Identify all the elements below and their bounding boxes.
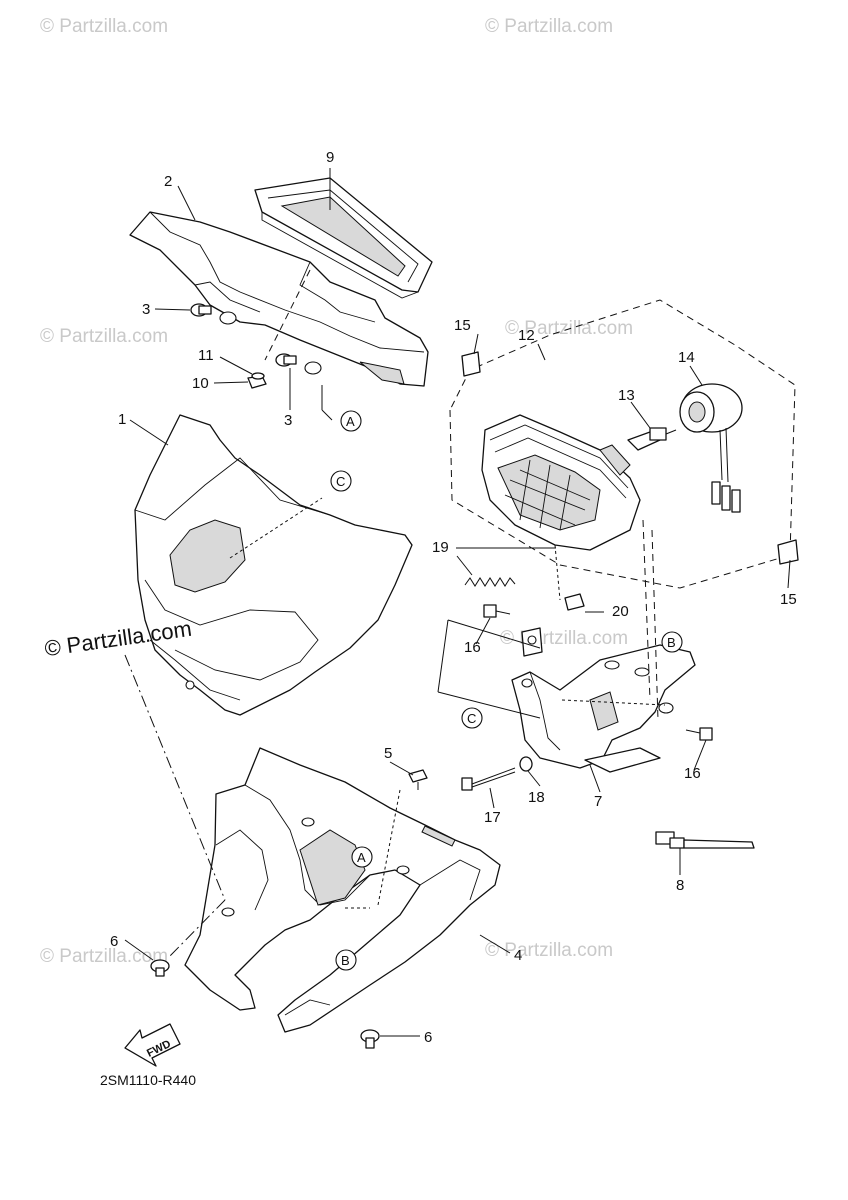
callout-13: 13 <box>618 387 635 404</box>
callout-labels: 9 2 3 11 10 3 1 15 12 14 13 15 19 20 16 … <box>110 149 797 1046</box>
callout-3: 3 <box>142 301 150 318</box>
meter-bracket[interactable] <box>129 211 429 387</box>
bolt[interactable] <box>483 604 511 618</box>
lower-cowling[interactable] <box>184 747 501 1033</box>
washer[interactable] <box>519 756 533 772</box>
bolt[interactable] <box>685 727 713 741</box>
callout-16: 16 <box>684 765 701 782</box>
callout-3: 3 <box>284 412 292 429</box>
svg-text:B: B <box>667 635 676 650</box>
watermark: © Partzilla.com <box>485 940 614 961</box>
headlight-bulb[interactable] <box>627 427 677 451</box>
callout-9: 9 <box>326 149 334 166</box>
callout-19: 19 <box>432 539 449 556</box>
reference-marker-A: A <box>340 410 362 432</box>
clip[interactable] <box>461 351 481 377</box>
callout-12: 12 <box>518 327 535 344</box>
callout-5: 5 <box>384 745 392 762</box>
callout-16: 16 <box>464 639 481 656</box>
callout-6: 6 <box>424 1029 432 1046</box>
watermark: © Partzilla.com <box>485 16 614 37</box>
svg-text:A: A <box>357 850 366 865</box>
clip[interactable] <box>777 539 799 565</box>
rivet[interactable] <box>360 1029 380 1049</box>
callout-7: 7 <box>594 793 602 810</box>
callout-6: 6 <box>110 933 118 950</box>
svg-text:C: C <box>336 474 345 489</box>
cable-band[interactable] <box>655 831 755 862</box>
callout-8: 8 <box>676 877 684 894</box>
svg-text:A: A <box>346 414 355 429</box>
watermark: © Partzilla.com <box>40 16 169 37</box>
watermark: © Partzilla.com <box>40 326 169 347</box>
reference-marker-A: A <box>351 846 373 868</box>
forward-arrow-icon: FWD <box>124 1023 181 1067</box>
bulb-socket[interactable] <box>679 383 743 513</box>
washer[interactable] <box>251 372 265 380</box>
headlight-assembly-outline <box>449 299 796 589</box>
callout-15: 15 <box>780 591 797 608</box>
bolt[interactable] <box>461 767 516 791</box>
screw[interactable] <box>190 303 212 317</box>
nut[interactable] <box>564 593 585 611</box>
callout-17: 17 <box>484 809 501 826</box>
svg-text:B: B <box>341 953 350 968</box>
rivet[interactable] <box>150 959 170 977</box>
reference-marker-B: B <box>335 949 357 971</box>
headlight-stay[interactable] <box>511 627 696 773</box>
headlight[interactable] <box>481 414 641 551</box>
screw[interactable] <box>408 769 428 790</box>
screw[interactable] <box>275 353 297 367</box>
reference-marker-C: C <box>330 470 352 492</box>
reference-marker-B: B <box>661 631 683 653</box>
watermark: © Partzilla.com <box>40 946 169 967</box>
callout-14: 14 <box>678 349 695 366</box>
callout-1: 1 <box>118 411 126 428</box>
svg-text:C: C <box>467 711 476 726</box>
callout-18: 18 <box>528 789 545 806</box>
front-cowling[interactable] <box>134 414 413 716</box>
diagram-code: 2SM1110-R440 <box>100 1072 196 1088</box>
spring[interactable] <box>464 577 516 587</box>
meter-cover[interactable] <box>254 177 433 299</box>
callout-10: 10 <box>192 375 209 392</box>
reference-marker-C: C <box>461 707 483 729</box>
callout-2: 2 <box>164 173 172 190</box>
callout-11: 11 <box>198 347 214 364</box>
callout-15: 15 <box>454 317 471 334</box>
leader-lines <box>124 168 791 1037</box>
callout-4: 4 <box>514 947 522 964</box>
callout-20: 20 <box>612 603 629 620</box>
